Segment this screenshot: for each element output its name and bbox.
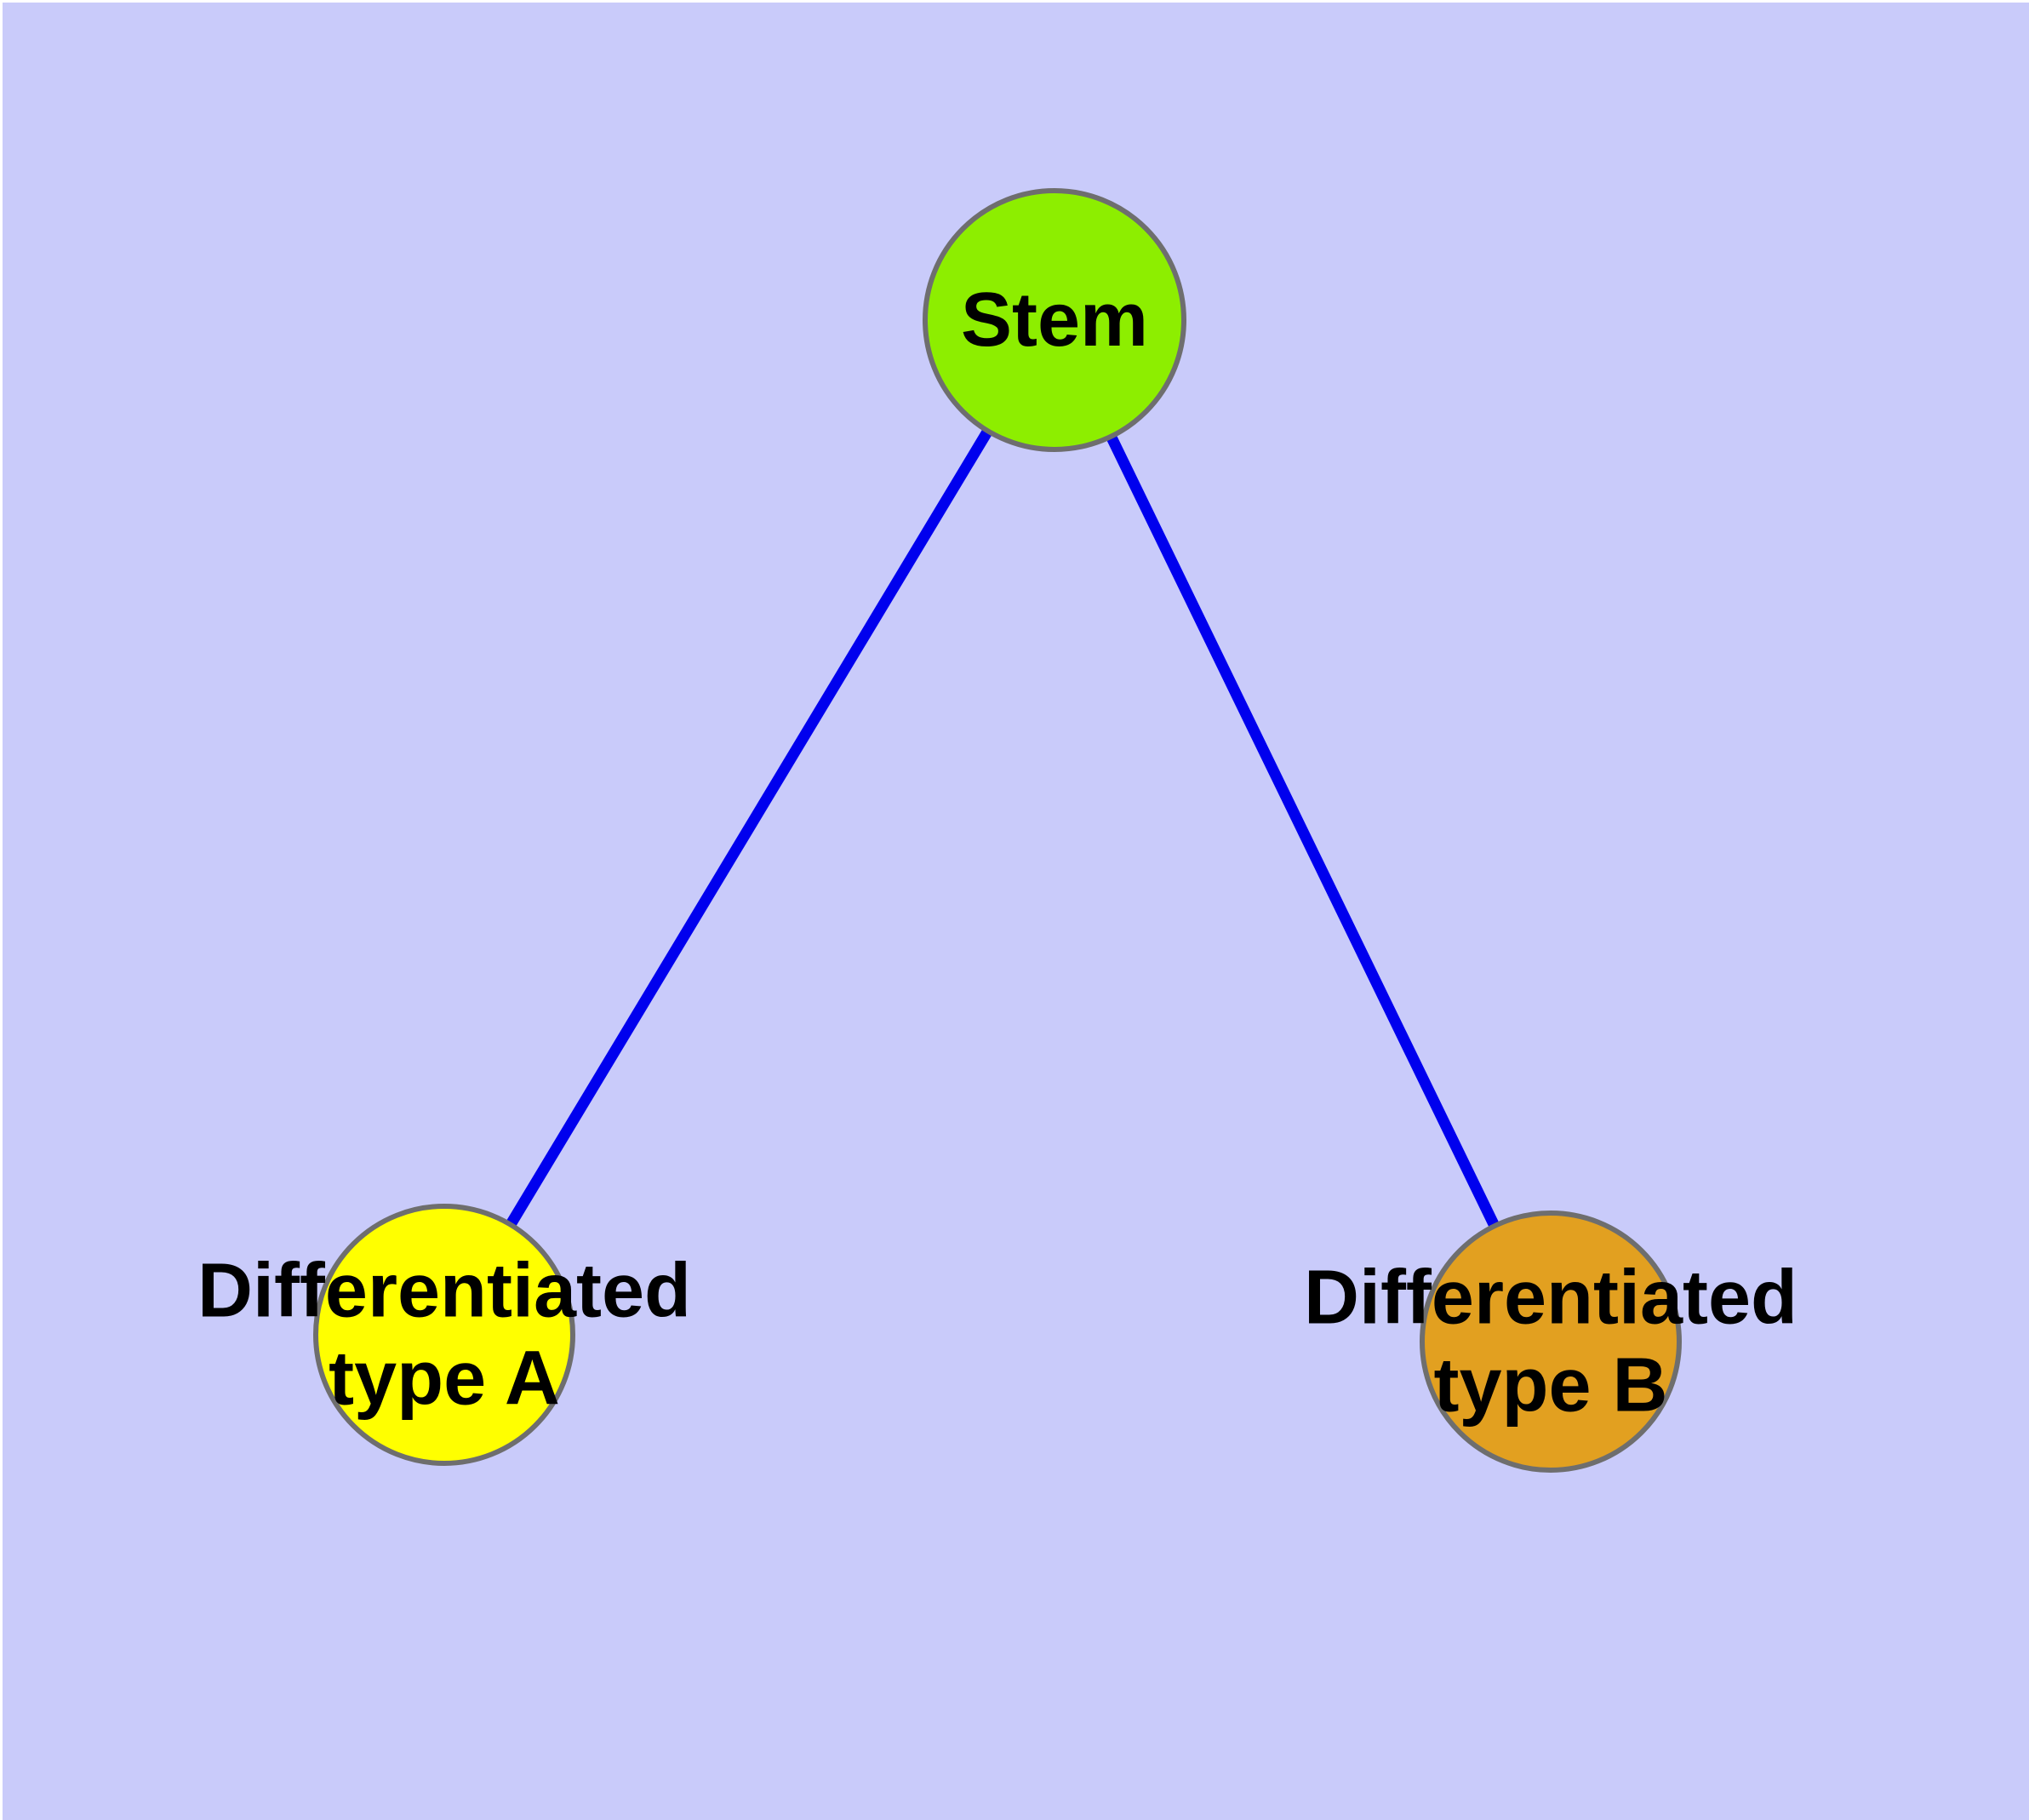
edges-layer <box>506 427 1500 1229</box>
node-label-line: type A <box>329 1336 560 1422</box>
node-typeB <box>1420 1210 1682 1473</box>
node-label-line: Stem <box>961 278 1148 363</box>
edge-stem-typeA <box>506 427 993 1228</box>
nodes-layer <box>313 188 1682 1473</box>
node-typeA <box>313 1204 575 1466</box>
node-stem <box>923 188 1186 452</box>
node-label-line: Differentiated <box>1304 1256 1798 1341</box>
node-label-line: Differentiated <box>197 1249 691 1334</box>
edge-stem-typeB <box>1106 433 1500 1229</box>
node-label-line: type B <box>1433 1343 1667 1428</box>
node-label-stem: Stem <box>961 278 1148 363</box>
